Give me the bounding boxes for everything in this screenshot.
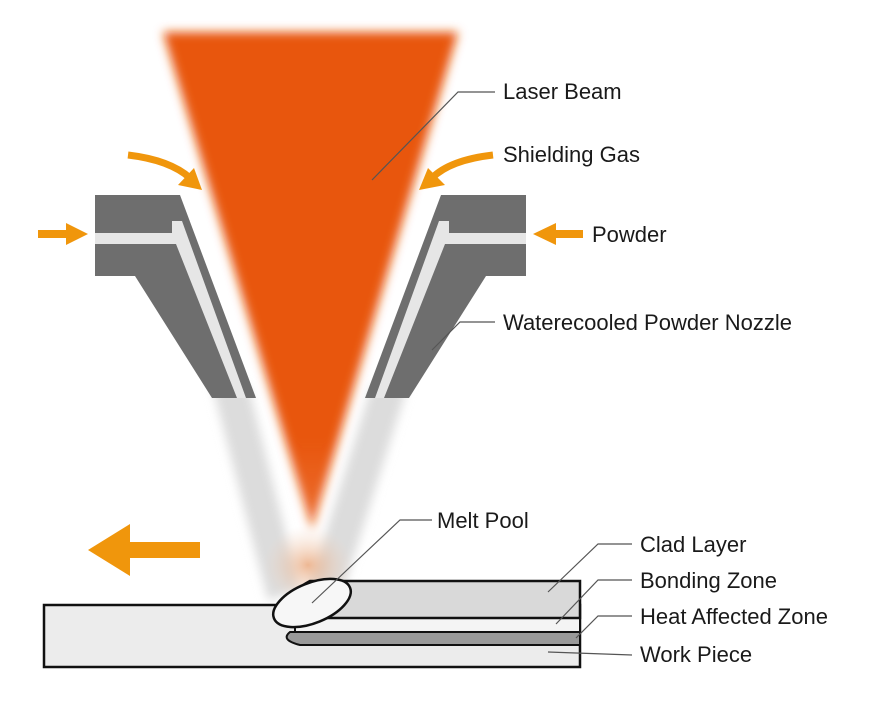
nozzle-channel-left xyxy=(95,221,246,398)
bonding-zone xyxy=(294,617,581,633)
shielding-gas-arrow-right xyxy=(429,151,494,181)
shielding-gas-arrowhead-left xyxy=(178,168,202,190)
powder-arrow-right-shaft xyxy=(555,230,583,238)
label-work-piece: Work Piece xyxy=(640,642,753,667)
shielding-gas-arrowhead-right xyxy=(419,168,445,190)
leader-haz xyxy=(575,615,632,639)
label-clad-layer: Clad Layer xyxy=(640,532,747,557)
leader-laser-beam xyxy=(371,91,495,181)
leader-lines xyxy=(311,91,633,656)
label-nozzle: Waterecooled Powder Nozzle xyxy=(503,310,792,335)
laser-beam xyxy=(163,32,458,530)
nozzle-left xyxy=(95,195,256,398)
travel-direction-arrowhead xyxy=(88,524,130,576)
label-bonding-zone: Bonding Zone xyxy=(640,568,777,593)
powder-arrow-left-head xyxy=(66,223,88,245)
label-heat-affected-zone: Heat Affected Zone xyxy=(640,604,828,629)
leader-melt-pool xyxy=(311,519,432,604)
label-powder: Powder xyxy=(592,222,667,247)
label-shielding-gas: Shielding Gas xyxy=(503,142,640,167)
shielding-gas-arrow-left xyxy=(127,151,193,181)
leader-clad-layer xyxy=(547,543,632,593)
label-laser-beam: Laser Beam xyxy=(503,79,622,104)
leader-work-piece xyxy=(547,651,633,656)
leader-bonding-zone xyxy=(555,579,632,625)
nozzle-channel-right xyxy=(375,221,526,398)
nozzle-right xyxy=(365,195,526,398)
powder-arrow-right-head xyxy=(533,223,556,245)
leader-nozzle xyxy=(431,321,495,351)
travel-direction-arrow-shaft xyxy=(128,542,200,558)
powder-arrow-left-shaft xyxy=(38,230,68,238)
heat-affected-zone xyxy=(285,631,581,646)
label-melt-pool: Melt Pool xyxy=(437,508,529,533)
